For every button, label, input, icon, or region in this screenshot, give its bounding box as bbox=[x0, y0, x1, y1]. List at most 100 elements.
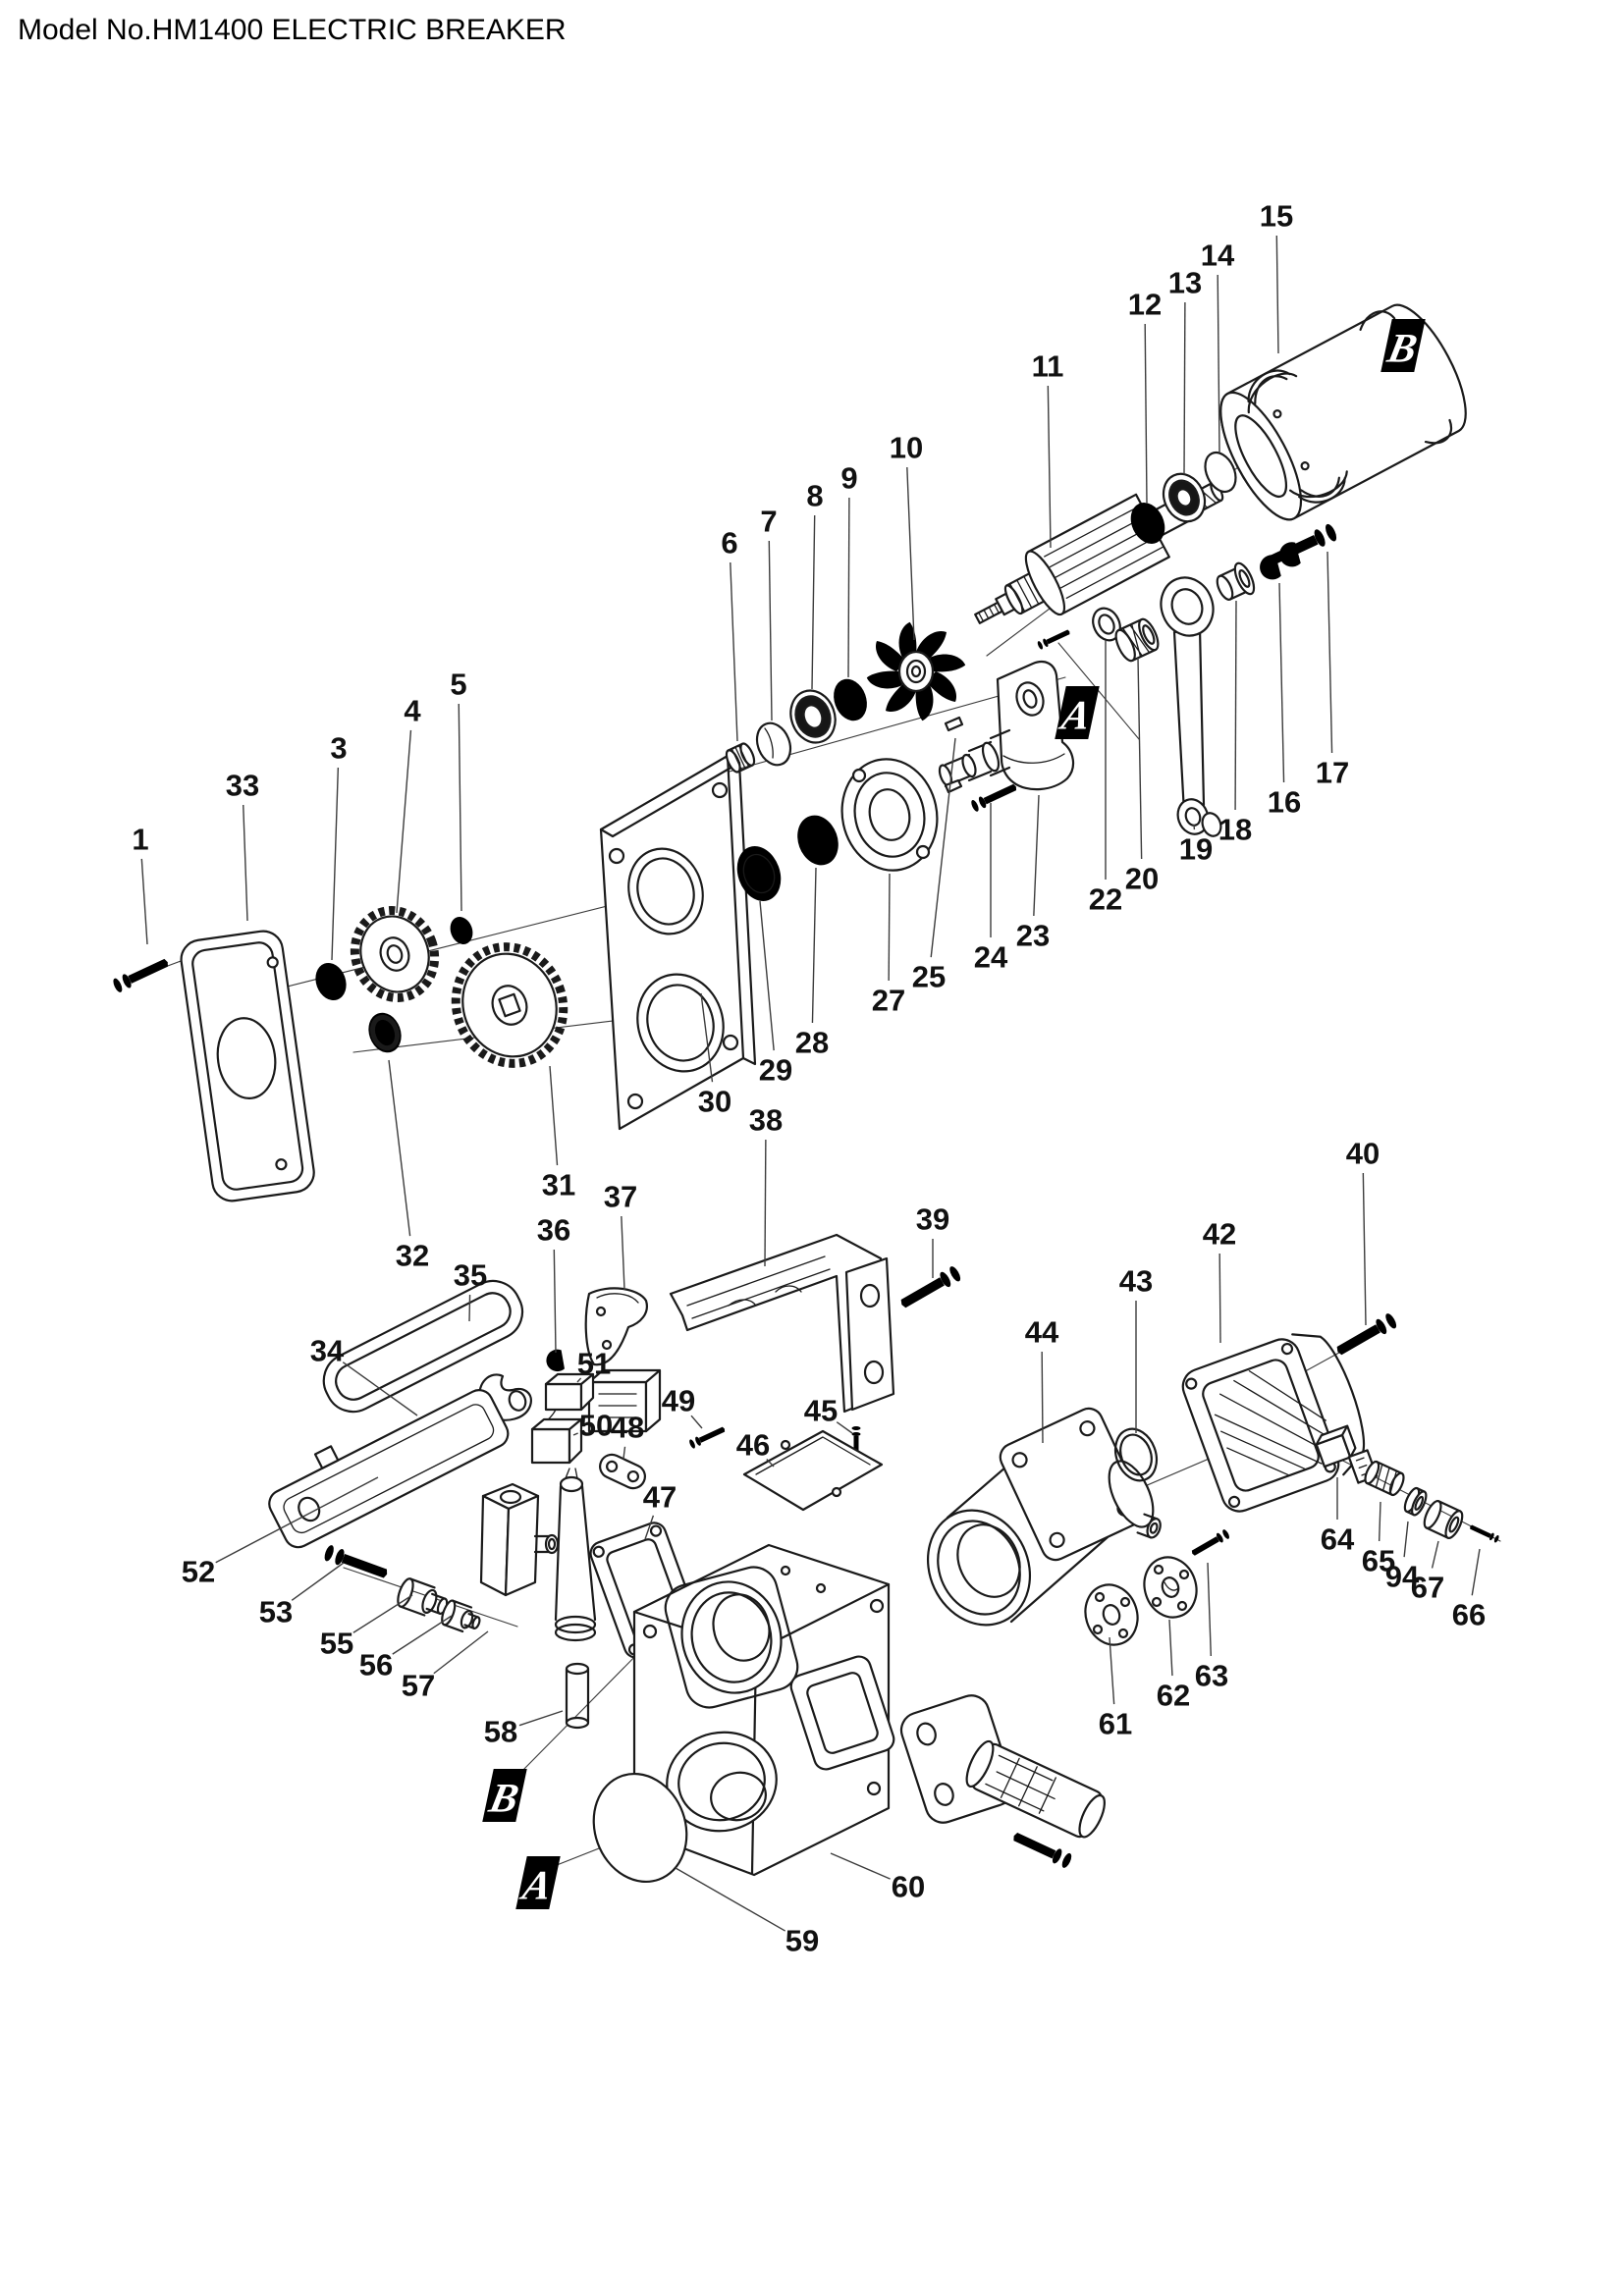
part-62-cover-plate bbox=[1143, 1556, 1198, 1619]
callout-leader-25 bbox=[930, 737, 956, 958]
part-48-link bbox=[599, 1453, 646, 1490]
callout-leader-48 bbox=[623, 1446, 626, 1460]
callout-leader-12 bbox=[1144, 323, 1148, 505]
callout-leader-55 bbox=[352, 1594, 413, 1633]
part-58-pin bbox=[565, 1662, 590, 1730]
callout-label-55: 55 bbox=[320, 1627, 353, 1661]
callout-leader-57 bbox=[433, 1630, 489, 1675]
callout-label-66: 66 bbox=[1452, 1598, 1486, 1632]
callout-label-64: 64 bbox=[1321, 1522, 1355, 1557]
callout-leader-53 bbox=[291, 1562, 345, 1601]
callout-label-34: 34 bbox=[310, 1334, 345, 1368]
callout-leader-38 bbox=[764, 1139, 767, 1267]
part-60-gear-housing bbox=[632, 1543, 895, 1877]
callout-leader-32 bbox=[388, 1059, 411, 1237]
callout-label-22: 22 bbox=[1089, 882, 1122, 917]
callout-label-43: 43 bbox=[1119, 1264, 1153, 1299]
callout-leader-7 bbox=[768, 540, 773, 721]
callout-label-46: 46 bbox=[736, 1428, 770, 1463]
small-screw-upper bbox=[1036, 627, 1072, 651]
part-36-e-ring bbox=[544, 1348, 566, 1373]
callout-leader-42 bbox=[1218, 1253, 1221, 1344]
callout-label-67: 67 bbox=[1411, 1571, 1444, 1605]
callout-leader-34 bbox=[342, 1362, 418, 1416]
callout-label-30: 30 bbox=[698, 1085, 731, 1119]
part-6-lock-nut bbox=[725, 742, 756, 774]
callout-label-37: 37 bbox=[604, 1180, 637, 1214]
part-13-ball-bearing bbox=[1162, 472, 1207, 523]
callout-leader-94 bbox=[1403, 1521, 1409, 1558]
callout-leader-6 bbox=[730, 561, 738, 742]
callout-label-33: 33 bbox=[226, 769, 259, 803]
callout-label-47: 47 bbox=[643, 1480, 677, 1515]
callout-leader-10 bbox=[906, 466, 915, 641]
callout-leader-36 bbox=[553, 1249, 557, 1354]
callout-label-29: 29 bbox=[759, 1053, 792, 1088]
part-28-ball-bearing bbox=[790, 809, 845, 872]
callout-label-5: 5 bbox=[450, 667, 466, 702]
callout-leader-33 bbox=[243, 804, 248, 922]
part-23-crank-shaft bbox=[938, 660, 1075, 791]
callout-label-17: 17 bbox=[1316, 756, 1349, 790]
callout-leader-49 bbox=[690, 1415, 703, 1429]
part-33-bearing-cover bbox=[180, 930, 315, 1202]
callout-label-28: 28 bbox=[795, 1026, 829, 1060]
part-19-connecting-rod bbox=[1160, 576, 1222, 837]
callout-layer: 1333453231302928272524232220191816176789… bbox=[132, 199, 1486, 1958]
part-5-ball-bearing bbox=[446, 913, 477, 948]
part-59-oval-gasket bbox=[592, 1772, 688, 1884]
section-marker-a-1: A bbox=[1055, 686, 1100, 739]
part-50-carbon-brush bbox=[530, 1417, 583, 1465]
part-30-inner-housing-plate bbox=[599, 754, 757, 1131]
callout-label-56: 56 bbox=[359, 1648, 393, 1682]
part-27-bearing-retainer bbox=[840, 758, 939, 872]
part-51-carbon-brush bbox=[533, 1372, 595, 1434]
part-8-ball-bearing bbox=[789, 689, 837, 744]
part-38-switch-assembly bbox=[587, 1233, 895, 1433]
part-35-handle-cover bbox=[322, 1279, 532, 1421]
callout-leader-58 bbox=[518, 1710, 564, 1727]
callout-leader-27 bbox=[888, 873, 891, 982]
callout-leader-47 bbox=[644, 1515, 655, 1540]
callout-label-62: 62 bbox=[1157, 1679, 1190, 1713]
callout-label-45: 45 bbox=[804, 1394, 838, 1428]
callout-label-44: 44 bbox=[1025, 1315, 1059, 1350]
callout-label-35: 35 bbox=[454, 1258, 487, 1293]
callout-leader-28 bbox=[811, 867, 817, 1024]
callout-label-39: 39 bbox=[916, 1202, 949, 1237]
part-49-stud bbox=[687, 1424, 728, 1450]
section-marker-a-3: A bbox=[515, 1856, 561, 1909]
part-65-spring bbox=[1364, 1460, 1405, 1497]
callout-label-15: 15 bbox=[1260, 199, 1293, 234]
callout-label-6: 6 bbox=[721, 526, 737, 561]
callout-label-19: 19 bbox=[1179, 832, 1213, 867]
part-67-brush-cap bbox=[1423, 1499, 1464, 1540]
callout-leader-67 bbox=[1431, 1540, 1439, 1569]
part-18-bushing bbox=[1216, 561, 1256, 601]
part-7-cap bbox=[755, 721, 792, 767]
callout-label-13: 13 bbox=[1168, 266, 1202, 300]
callout-leader-9 bbox=[847, 497, 850, 678]
part-29-threaded-ring bbox=[730, 839, 788, 908]
part-53-screw bbox=[322, 1543, 391, 1582]
callout-label-60: 60 bbox=[892, 1870, 925, 1904]
part-44-crank-housing bbox=[926, 1407, 1162, 1627]
callout-leader-20 bbox=[1137, 657, 1143, 860]
callout-label-49: 49 bbox=[662, 1384, 695, 1418]
callout-label-23: 23 bbox=[1016, 919, 1050, 953]
callout-leader-29 bbox=[759, 900, 775, 1051]
callout-leader-14 bbox=[1217, 274, 1220, 454]
part-61-crank-disc bbox=[1084, 1583, 1139, 1646]
callout-label-11: 11 bbox=[1032, 349, 1064, 384]
page-title: Model No.HM1400 ELECTRIC BREAKER bbox=[18, 14, 567, 46]
callout-label-94: 94 bbox=[1385, 1560, 1420, 1594]
part-46-plate bbox=[742, 1429, 884, 1512]
part-14-insulating-disc bbox=[1204, 451, 1237, 494]
callout-label-24: 24 bbox=[974, 940, 1008, 975]
callout-label-4: 4 bbox=[404, 694, 421, 728]
callout-label-14: 14 bbox=[1201, 239, 1235, 273]
section-marker-box bbox=[1380, 319, 1426, 372]
callout-label-31: 31 bbox=[542, 1168, 575, 1202]
